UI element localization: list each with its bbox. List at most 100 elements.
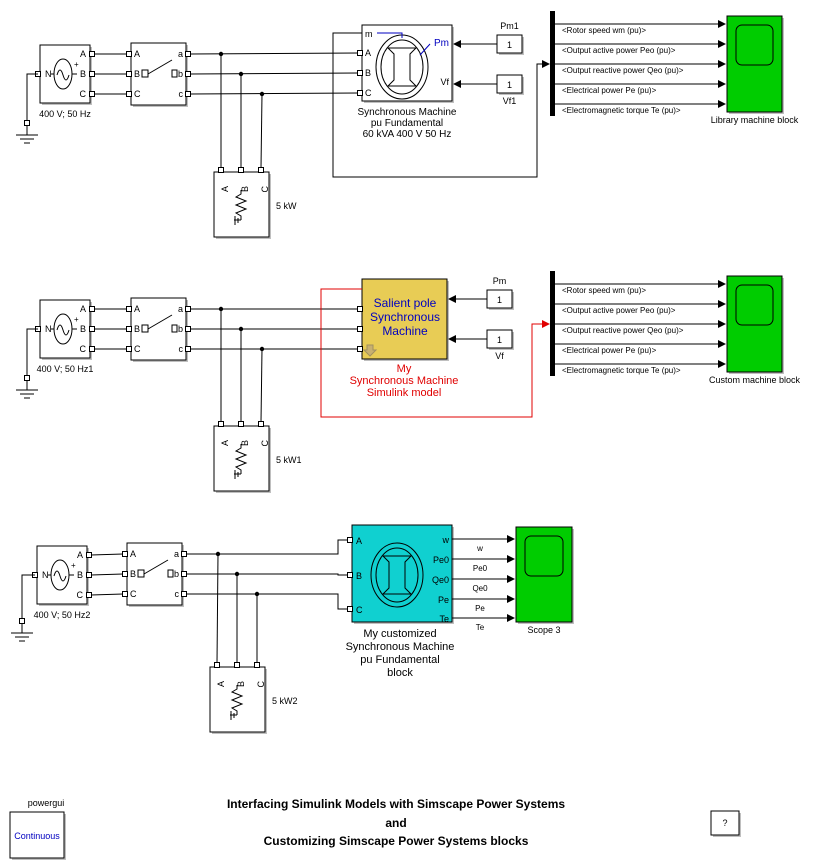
port-connector	[126, 51, 132, 57]
port-label-out: Pe	[438, 595, 449, 605]
source-label: 400 V; 50 Hz	[39, 109, 91, 119]
signal-label: <Electromagnetic torque Te (pu)>	[562, 106, 681, 115]
wire	[189, 52, 359, 55]
port-connector	[126, 326, 132, 332]
constant-block-const_vf[interactable]: 1	[496, 74, 524, 95]
switch-blade	[147, 59, 173, 75]
bus-selector[interactable]	[550, 11, 555, 116]
help-button[interactable]: ?	[710, 810, 741, 837]
port-label-in: A	[134, 49, 140, 59]
three-phase-load-body[interactable]	[213, 171, 270, 238]
bus-selector[interactable]	[550, 271, 555, 376]
scope-3-body[interactable]	[515, 526, 573, 623]
port-label: C	[260, 186, 270, 193]
rotor	[381, 555, 413, 595]
resistor-zigzag	[234, 190, 248, 220]
switch-contact-left	[141, 324, 149, 333]
constant-block-const_vf[interactable]: 1	[486, 329, 514, 350]
scope-library-machine[interactable]	[726, 15, 784, 114]
constant-block-const_pm[interactable]: 1	[496, 34, 524, 55]
port-label-m: m	[365, 29, 373, 39]
resistor-icon	[234, 444, 248, 479]
scope-3[interactable]	[515, 526, 574, 624]
salient-pole-subsystem-body[interactable]	[361, 278, 448, 360]
resistor-zigzag	[234, 444, 248, 474]
load-label: 5 kW	[276, 201, 297, 211]
subsystem-text: Salient pole	[374, 296, 437, 310]
port-label-in: A	[134, 304, 140, 314]
signal-label: <Electrical power Pe (pu)>	[562, 346, 657, 355]
switch-blade	[147, 314, 173, 330]
constant-block-const_pm[interactable]: 1	[486, 289, 514, 310]
port-label-in: B	[134, 69, 140, 79]
rotor	[386, 47, 418, 87]
ac-source-icon: +	[48, 559, 76, 591]
port-connector	[347, 572, 353, 578]
scope-custom-machine-body[interactable]	[726, 275, 783, 373]
ground-icon	[11, 618, 33, 642]
signal-label: <Output reactive power Qeo (pu)>	[562, 326, 684, 335]
three-phase-load-body[interactable]	[209, 666, 266, 733]
port-connector	[357, 306, 363, 312]
title-line-3: Customizing Simscape Power Systems block…	[264, 834, 529, 848]
constant-label: Vf1	[503, 96, 517, 106]
powergui-block[interactable]: powergui Continuous	[9, 798, 66, 860]
signal-label: Te	[476, 623, 485, 632]
customized-machine-block-body[interactable]	[351, 524, 453, 623]
scope-library-machine-body[interactable]	[726, 15, 783, 113]
scope-screen-icon	[735, 284, 774, 326]
port-label-out: a	[174, 549, 179, 559]
port-label: A	[216, 681, 226, 687]
wire	[260, 348, 263, 423]
port-label-out: A	[77, 550, 83, 560]
load-label: 5 kW2	[272, 696, 298, 706]
port-label-out: Te	[439, 614, 449, 624]
synchronous-machine-block-body[interactable]	[361, 24, 453, 102]
port-label-out: b	[178, 69, 183, 79]
machine-name-line: 60 kVA 400 V 50 Hz	[363, 129, 452, 140]
port-label-out: Pe0	[433, 555, 449, 565]
wire	[21, 574, 35, 618]
stator-outer	[370, 542, 424, 608]
port-connector	[126, 71, 132, 77]
port-connector	[234, 662, 240, 668]
signal-label: Qe0	[472, 584, 488, 593]
port-connector	[214, 662, 220, 668]
port-connector	[357, 90, 363, 96]
signal-label: <Rotor speed wm (pu)>	[562, 26, 646, 35]
powergui-box[interactable]	[9, 811, 65, 859]
scope-custom-machine[interactable]	[726, 275, 784, 374]
ground-icon	[16, 120, 38, 144]
three-phase-source-body[interactable]	[39, 299, 91, 359]
three-phase-source-body[interactable]	[36, 545, 88, 605]
diagram-title: Interfacing Simulink Models with Simscap…	[227, 797, 565, 848]
port-connector	[181, 551, 187, 557]
plus-sign: +	[74, 60, 79, 69]
port-label-in: B	[134, 324, 140, 334]
port-connector	[357, 50, 363, 56]
three-phase-load-body[interactable]	[213, 425, 270, 492]
constant-value: 1	[497, 295, 502, 305]
three-phase-source-body[interactable]	[39, 44, 91, 104]
signal-label: w	[476, 544, 483, 553]
pm-link	[419, 43, 431, 56]
constant-value: 1	[507, 40, 512, 50]
down-arrow-icon[interactable]	[362, 344, 378, 357]
resistor-icon	[234, 190, 248, 225]
signal-label: <Electrical power Pe (pu)>	[562, 86, 657, 95]
